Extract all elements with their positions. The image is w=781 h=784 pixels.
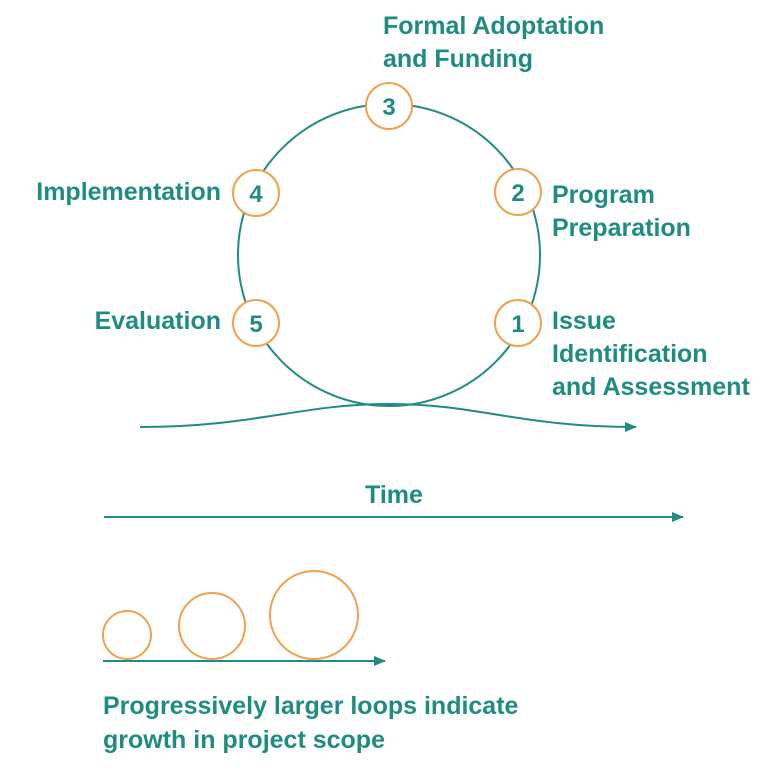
legend-caption: Progressively larger loops indicate grow…	[103, 692, 525, 754]
step-3-label-line-1: Formal Adoptation	[383, 12, 604, 40]
legend-loop-small	[102, 610, 152, 660]
step-2-node: 2	[494, 168, 542, 216]
legend-caption-line-1: Progressively larger loops indicate	[103, 692, 519, 720]
time-label: Time	[365, 481, 423, 509]
step-3-node: 3	[365, 82, 413, 130]
legend-loop-large	[269, 570, 359, 660]
step-1-number: 1	[511, 311, 524, 338]
step-1-label-line-3: and Assessment	[552, 373, 750, 401]
step-2-circle	[494, 168, 542, 216]
step-1-circle	[494, 299, 542, 347]
step-3-number: 3	[382, 94, 395, 121]
step-2-label: Program Preparation	[552, 181, 691, 242]
growth-legend	[102, 570, 386, 666]
step-3-circle	[365, 82, 413, 130]
step-4-number: 4	[249, 181, 263, 208]
step-4-node: 4	[232, 169, 280, 217]
step-5-label: Evaluation	[95, 307, 221, 335]
step-5-node: 5	[232, 299, 280, 347]
step-1-label: Issue Identification and Assessment	[552, 307, 750, 401]
step-3-label-line-2: and Funding	[383, 45, 533, 73]
legend-caption-line-2: growth in project scope	[103, 726, 385, 754]
step-4-circle	[232, 169, 280, 217]
step-1-label-line-2: Identification	[552, 340, 708, 368]
step-2-label-line-2: Preparation	[552, 214, 691, 242]
step-1-label-line-1: Issue	[552, 307, 616, 335]
step-5-number: 5	[249, 311, 262, 338]
loop-progress-arrow	[139, 402, 637, 432]
step-1-node: 1	[494, 299, 542, 347]
step-5-circle	[232, 299, 280, 347]
step-2-number: 2	[511, 180, 524, 207]
legend-loop-medium	[178, 592, 246, 660]
cycle-loop	[237, 103, 541, 407]
step-2-label-line-1: Program	[552, 181, 655, 209]
step-3-label: Formal Adoptation and Funding	[383, 12, 611, 73]
step-4-label: Implementation	[36, 178, 221, 206]
